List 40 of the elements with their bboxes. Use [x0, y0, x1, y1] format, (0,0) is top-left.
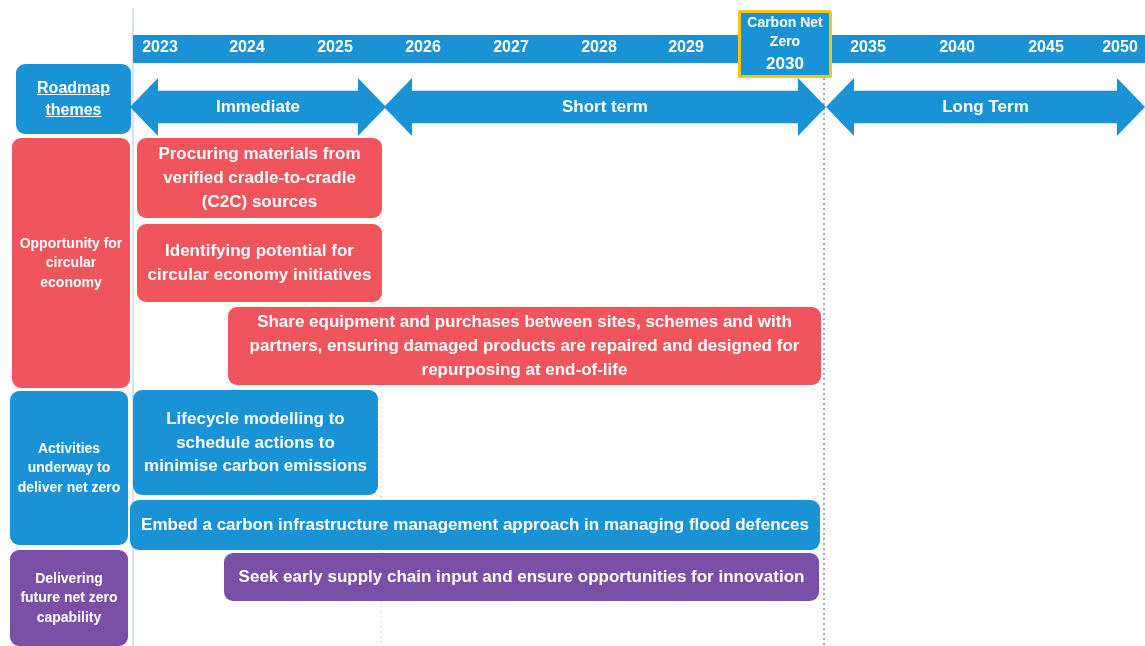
bar-text: Delivering future net zero capability — [19, 568, 119, 627]
milestone-label: Carbon Net Zero — [746, 12, 824, 52]
year-label: 2035 — [849, 38, 887, 56]
milestone-box — [738, 10, 832, 78]
milestone-label: 2030 — [766, 52, 804, 75]
row-header — [12, 138, 130, 388]
theme-header — [16, 64, 131, 134]
activity-bar — [130, 500, 820, 550]
activity-bar — [228, 307, 821, 385]
year-label: 2045 — [1027, 38, 1065, 56]
bar-text: Procuring materials from verified cradle-to-cradle (C2C) sources — [157, 143, 362, 213]
year-label: 2025 — [316, 38, 354, 56]
activity-bar — [137, 138, 382, 218]
timeframe-label: Long Term — [942, 96, 1029, 119]
bar-text: Activities underway to deliver net zero — [16, 438, 122, 497]
year-label: 2026 — [404, 38, 442, 56]
timeframe-banner — [384, 78, 826, 136]
year-label: 2050 — [1101, 38, 1139, 56]
year-label: 2028 — [580, 38, 618, 56]
year-label: 2029 — [667, 38, 705, 56]
activity-bar — [137, 224, 382, 302]
bar-text: Seek early supply chain input and ensure opportunities for innovation — [238, 566, 805, 589]
timeframe-label: Short term — [562, 96, 648, 119]
bar-text: Embed a carbon infrastructure management approach in managing flood defences — [141, 514, 809, 537]
bar-text: Roadmap themes — [36, 77, 111, 120]
row-header — [10, 550, 128, 646]
row-header — [10, 391, 128, 545]
year-label: 2024 — [228, 38, 266, 56]
year-label: 2027 — [492, 38, 530, 56]
bar-text: Identifying potential for circular economy initiatives — [146, 240, 373, 286]
timeframe-label: Immediate — [215, 96, 301, 119]
bar-text: Share equipment and purchases between sites, schemes and with partners, ensuring damaged products are repaired and designed for repurposing at end-of-life — [248, 311, 801, 381]
timeframe-banner — [826, 78, 1145, 136]
activity-bar — [224, 553, 819, 601]
timeframe-banner — [130, 78, 386, 136]
activity-bar — [133, 390, 378, 495]
bar-text: Lifecycle modelling to schedule actions to minimise carbon emissions — [143, 407, 368, 478]
year-label: 2040 — [938, 38, 976, 56]
bar-text: Opportunity for circular economy — [18, 233, 124, 292]
year-label: 2023 — [141, 38, 179, 56]
